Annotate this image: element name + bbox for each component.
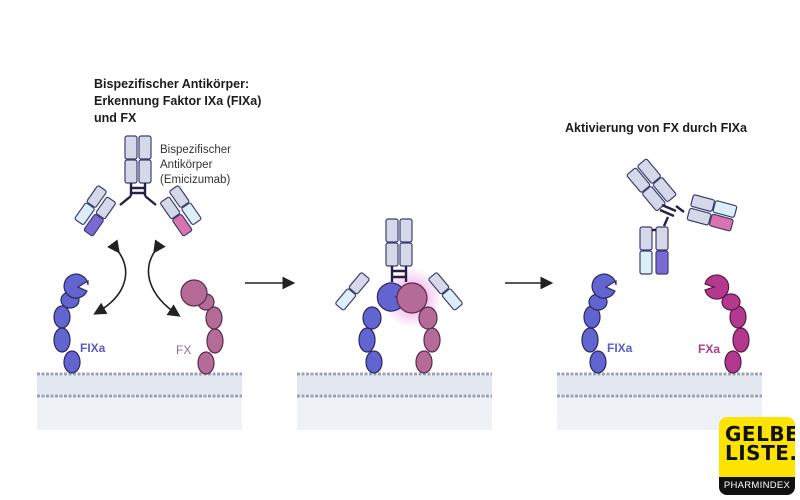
- antibody-panel1: [74, 135, 202, 237]
- membrane-panel1: [37, 372, 242, 430]
- label-fixa-panel1: FIXa: [80, 341, 106, 355]
- panel3-title: Aktivierung von FX durch FIXa: [565, 121, 747, 135]
- label-fixa-panel3: FIXa: [607, 341, 633, 355]
- logo-line1: GELBE: [725, 422, 795, 446]
- label-fx-panel1: FX: [176, 343, 192, 357]
- label-fxa-panel3: FXa: [698, 342, 721, 356]
- antibody-label: Bispezifischer Antikörper (Emicizumab): [160, 144, 231, 186]
- protein-fx-panel1: [180, 279, 224, 375]
- logo-text: GELBE LISTE.: [725, 422, 795, 465]
- gelbe-liste-logo[interactable]: GELBE LISTE. PHARMINDEX: [719, 417, 795, 495]
- binding-arrow-fixa: [93, 239, 127, 315]
- binding-arrow-fx: [147, 239, 181, 317]
- protein-fx-panel2: [396, 282, 441, 374]
- logo-subtitle: PHARMINDEX: [719, 477, 795, 495]
- protein-fxa-panel3: [704, 274, 750, 374]
- membrane-panel2: [297, 372, 492, 430]
- antibody-panel2: [335, 218, 463, 311]
- protein-fixa-panel3: [581, 273, 617, 374]
- logo-line2: LISTE.: [725, 441, 795, 465]
- panel1-title: Bispezifischer Antikörper: Erkennung Fak…: [94, 77, 262, 125]
- protein-fixa-panel1: [53, 273, 89, 374]
- antibody-panel3: [626, 158, 738, 275]
